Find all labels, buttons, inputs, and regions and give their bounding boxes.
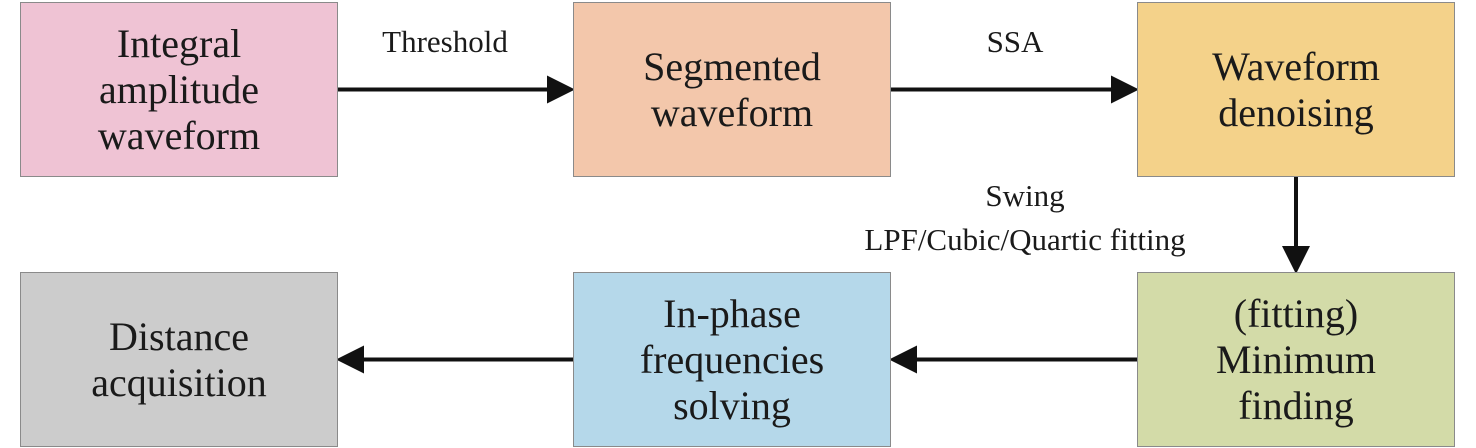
box-waveform-denoising: Waveform denoising [1137,2,1455,177]
box-inphase-text: In-phase frequencies solving [639,290,825,428]
box-distance-acquisition: Distance acquisition [20,272,338,447]
box-minimum-text: (fitting) Minimum finding [1215,290,1377,428]
box-integral-amplitude-waveform: Integral amplitude waveform [20,2,338,177]
box-minimum-finding: (fitting) Minimum finding [1137,272,1455,447]
edge-label-ssa: SSA [986,24,1044,59]
box-in-phase-frequencies-solving: In-phase frequencies solving [573,272,891,447]
edge-label-threshold: Threshold [382,24,508,59]
edge-label-swing: Swing [985,178,1065,213]
box-denoising-text: Waveform denoising [1212,43,1380,135]
box-segmented-text: Segmented waveform [643,43,821,135]
box-segmented-waveform: Segmented waveform [573,2,891,177]
edge-label-fitting-methods: LPF/Cubic/Quartic fitting [864,222,1186,257]
box-integral-text: Integral amplitude waveform [97,20,261,158]
box-distance-text: Distance acquisition [91,313,267,405]
